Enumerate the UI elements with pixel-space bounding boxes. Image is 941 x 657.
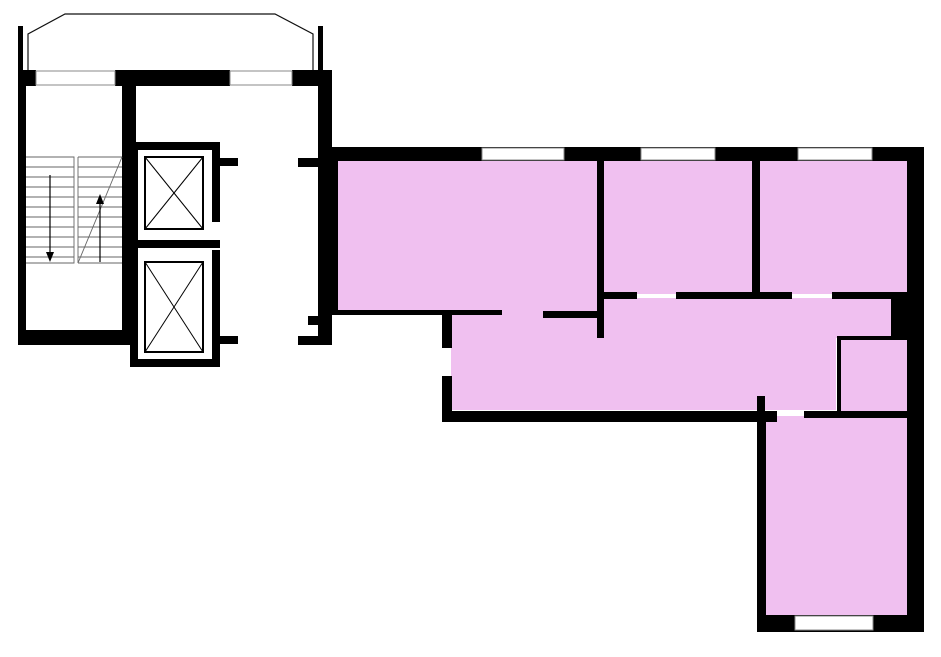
window-bedroom-lower	[794, 615, 874, 631]
balcony-outline	[27, 13, 314, 72]
wall-hall-left	[442, 376, 452, 422]
wall-lower-door-stub	[757, 411, 777, 421]
window-living-room	[481, 147, 565, 161]
wall-bath-toilet	[838, 336, 910, 340]
wall-core-right	[318, 70, 332, 345]
window-bedroom-right	[797, 147, 873, 161]
wall-bedroom-right-bottom	[832, 292, 910, 299]
wall-living-bottom	[330, 310, 502, 315]
wall-top	[330, 147, 924, 161]
stair-down-arrow-icon	[46, 175, 54, 262]
room-bedroom-right	[760, 160, 908, 294]
room-toilet	[840, 338, 907, 412]
wall-living-bedroom	[597, 160, 604, 338]
room-hallway	[451, 298, 836, 410]
wall-core-right-stub-2	[308, 316, 332, 325]
building-core	[18, 13, 332, 367]
stair-up-arrow-icon	[96, 194, 104, 262]
wall-stair-bottom	[18, 330, 130, 345]
apartment-unit	[337, 160, 908, 616]
wall-bedroom-mid-bottom-left	[601, 292, 637, 299]
wall-living-door-stub	[543, 311, 603, 318]
room-bedroom-lower	[765, 416, 908, 616]
wall-core-bottom-right	[298, 336, 332, 345]
elevator-shafts	[130, 142, 238, 367]
elevator-cross-icon	[144, 261, 204, 353]
window-stair-right	[229, 70, 293, 86]
wall-stair-left	[18, 70, 26, 345]
room-bedroom-middle	[602, 160, 753, 294]
staircase	[26, 156, 123, 264]
wall-stair-top-mid	[115, 70, 230, 86]
wall-hall-left-stub	[442, 310, 452, 348]
wall-toilet-left	[837, 336, 841, 412]
wall-lower-left-top	[757, 396, 765, 420]
wall-living-left	[330, 147, 338, 313]
apartment-walls	[330, 147, 924, 632]
wall-core-right-stub	[298, 158, 322, 167]
wall-core-top-stub-left	[18, 26, 23, 74]
wall-lower-left	[757, 411, 766, 632]
wall-bath-right	[891, 295, 911, 338]
wall-bedroom-mid-bottom-right	[676, 292, 792, 299]
window-stair-left	[35, 70, 116, 86]
wall-hall-bottom	[442, 411, 777, 422]
wall-core-top-stub	[318, 26, 323, 74]
room-living-room	[337, 160, 598, 310]
elevator-cross-icon	[144, 156, 204, 230]
window-bedroom-middle	[640, 147, 716, 161]
room-bathroom	[836, 298, 892, 338]
wall-right-outer	[907, 147, 924, 627]
wall-toilet-bottom	[804, 411, 910, 418]
wall-bedroom-partition	[752, 160, 760, 298]
